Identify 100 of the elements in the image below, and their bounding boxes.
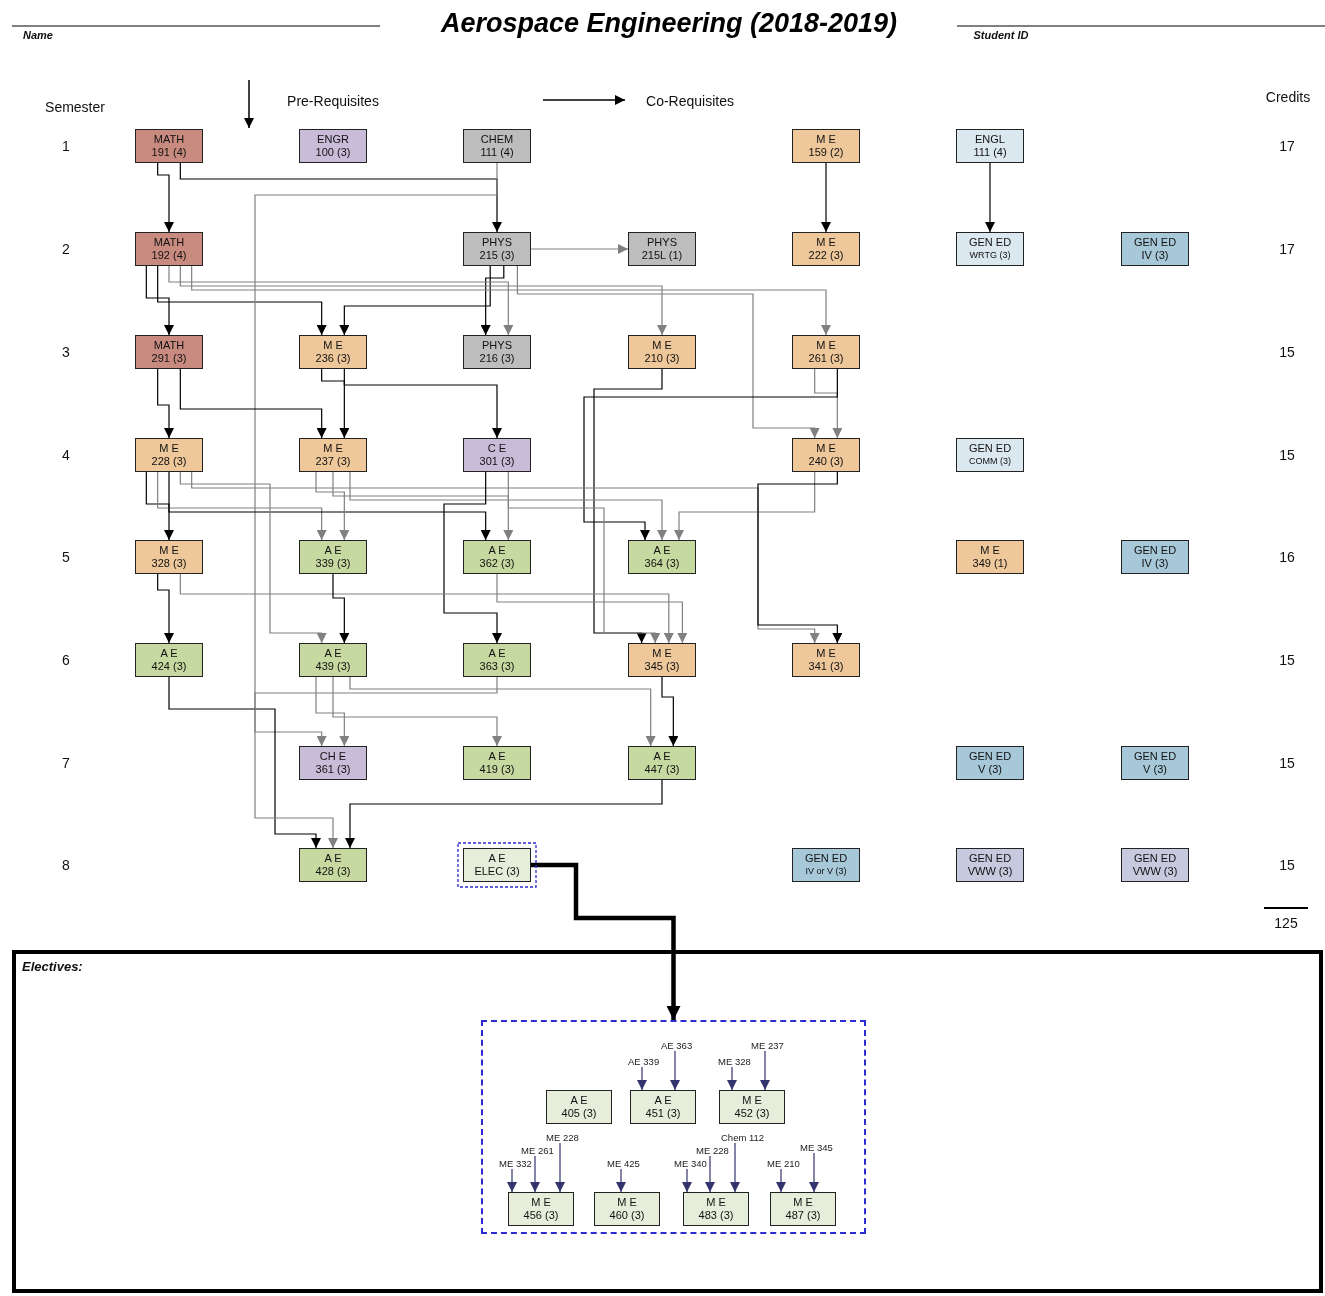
electives-group-box [481, 1020, 866, 1234]
course-code: A E [654, 1094, 672, 1107]
prerequisite-arrow [254, 162, 498, 747]
prerequisite-arrow [670, 1050, 680, 1091]
legend-label: Pre-Requisites [287, 93, 379, 109]
course-code: A E [324, 852, 342, 865]
semester-number: 5 [62, 549, 70, 565]
prerequisite-label: ME 228 [696, 1145, 729, 1156]
prerequisite-label: ME 345 [800, 1142, 833, 1153]
course-number: 240 (3) [808, 455, 844, 468]
credit-total: 16 [1279, 549, 1295, 565]
course-box [135, 129, 203, 163]
course-number: 456 (3) [523, 1209, 559, 1222]
prerequisite-arrow [516, 265, 820, 439]
prerequisite-label: ME 237 [751, 1040, 784, 1051]
prerequisite-label: ME 425 [607, 1158, 640, 1169]
prerequisite-arrow [583, 368, 838, 541]
course-code: M E [531, 1196, 551, 1209]
prerequisite-arrow [349, 471, 667, 541]
course-code: M E [706, 1196, 726, 1209]
semester-number: 1 [62, 138, 70, 154]
prerequisite-label: Chem 112 [721, 1132, 765, 1143]
prerequisite-arrow [814, 368, 843, 439]
prerequisite-label: ME 332 [499, 1158, 532, 1169]
course-number: 419 (3) [479, 763, 515, 776]
prerequisite-arrow [616, 1168, 626, 1193]
course-box [299, 129, 367, 163]
prerequisite-arrow [157, 162, 174, 233]
prerequisite-arrow [332, 471, 514, 541]
semester-number: 6 [62, 652, 70, 668]
course-box [628, 746, 696, 780]
course-number: 339 (3) [315, 557, 351, 570]
course-number: 451 (3) [645, 1107, 681, 1120]
course-number: VWW (3) [967, 865, 1013, 878]
course-box [1121, 232, 1189, 266]
course-box [956, 129, 1024, 163]
course-box [135, 438, 203, 472]
course-number: 192 (4) [151, 249, 187, 262]
prerequisite-label: ME 328 [718, 1056, 751, 1067]
prerequisite-arrow [254, 676, 498, 849]
course-box [1121, 540, 1189, 574]
course-box [463, 438, 531, 472]
prerequisite-arrow [496, 573, 688, 644]
course-number: V (3) [978, 763, 1002, 776]
course-number: 328 (3) [151, 557, 187, 570]
course-code: M E [617, 1196, 637, 1209]
course-box [770, 1192, 836, 1226]
prerequisite-arrow [168, 471, 491, 541]
semester-number: 7 [62, 755, 70, 771]
course-box [956, 540, 1024, 574]
prerequisite-arrow [593, 368, 663, 644]
prerequisite-arrow [674, 471, 816, 541]
course-number: 460 (3) [609, 1209, 645, 1222]
course-code: GEN ED [1133, 544, 1177, 557]
course-code: GEN ED [968, 852, 1012, 865]
course-box [463, 129, 531, 163]
course-number: 111 (4) [973, 146, 1007, 159]
course-code: GEN ED [968, 442, 1012, 455]
course-number: 237 (3) [315, 455, 351, 468]
prerequisite-arrow [321, 368, 350, 439]
course-code: A E [653, 544, 671, 557]
course-code: A E [653, 750, 671, 763]
prerequisite-arrow [168, 265, 514, 336]
course-box [792, 643, 860, 677]
legend-label: Co-Requisites [646, 93, 734, 109]
credit-total: 15 [1279, 344, 1295, 360]
course-box [956, 848, 1024, 882]
course-code: GEN ED [1133, 852, 1177, 865]
prerequisite-arrow [179, 162, 502, 233]
course-box [628, 643, 696, 677]
course-number: 111 (4) [480, 146, 514, 159]
prerequisite-arrow [179, 265, 667, 336]
student-id-field-label: Student ID [973, 29, 1029, 41]
course-number: 215L (1) [641, 249, 683, 262]
course-number: 424 (3) [151, 660, 187, 673]
course-box [792, 129, 860, 163]
course-number: 439 (3) [315, 660, 351, 673]
column-heading: Credits [1265, 89, 1311, 105]
prerequisite-label: ME 228 [546, 1132, 579, 1143]
course-number: 363 (3) [479, 660, 515, 673]
course-box [299, 335, 367, 369]
course-box [956, 746, 1024, 780]
prerequisite-arrow [315, 676, 350, 747]
course-box [299, 438, 367, 472]
electives-panel [12, 950, 1323, 1293]
prerequisite-arrow [555, 1142, 565, 1193]
course-code: CHEM [480, 133, 514, 146]
course-number: 483 (3) [698, 1209, 734, 1222]
course-box [135, 540, 203, 574]
prerequisite-arrow [730, 1142, 740, 1193]
panel-heading: Electives: [22, 959, 83, 974]
course-number: 261 (3) [808, 352, 844, 365]
prerequisite-arrow [705, 1155, 715, 1193]
title: Aerospace Engineering (2018-2019) [439, 8, 899, 39]
semester-number: 8 [62, 857, 70, 873]
credit-total: 15 [1279, 447, 1295, 463]
course-number: 222 (3) [808, 249, 844, 262]
course-box [299, 746, 367, 780]
course-number: 349 (1) [972, 557, 1008, 570]
course-box [463, 540, 531, 574]
